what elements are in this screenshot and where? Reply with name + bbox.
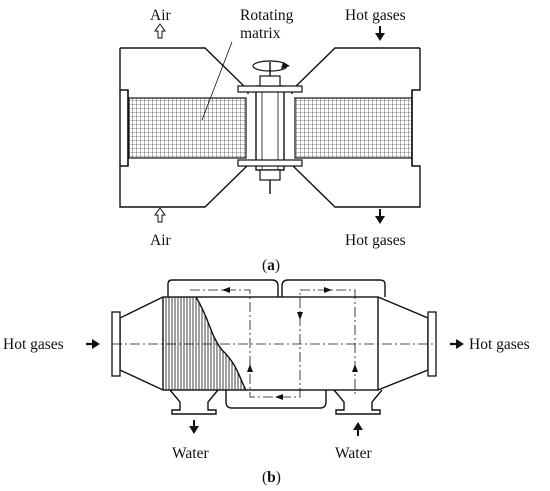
water-nozzle-left — [169, 389, 219, 415]
label-rotating: Rotating — [240, 7, 294, 24]
filled-arrow-down-icon — [375, 209, 385, 224]
top-header-left — [167, 279, 279, 297]
filled-arrow-down-icon — [375, 26, 385, 41]
rotor-hub — [237, 62, 303, 194]
matrix-left-grid — [128, 97, 247, 159]
hollow-arrow-up-icon — [154, 23, 166, 39]
panel-a-rotary-regenerator: Air Rotating matrix Hot gases Air Hot ga… — [119, 7, 421, 274]
label-hot-gases-top: Hot gases — [345, 7, 406, 24]
rotating-matrix-leader — [201, 41, 233, 121]
label-hot-gases-bottom: Hot gases — [345, 232, 406, 249]
label-matrix: matrix — [240, 25, 281, 42]
filled-arrow-right-icon — [86, 339, 100, 349]
caption-a: (a) — [262, 257, 280, 274]
filled-arrow-down-icon — [189, 420, 199, 434]
tube-bundle-edge — [195, 296, 247, 391]
hollow-arrow-up-icon — [154, 207, 166, 223]
label-hot-gases-left: Hot gases — [3, 336, 64, 353]
right-outlet-cone — [377, 296, 429, 391]
top-header-right — [281, 279, 386, 297]
label-hot-gases-right: Hot gases — [469, 336, 530, 353]
label-air-top: Air — [150, 7, 172, 24]
rotation-arrow-icon — [252, 60, 290, 72]
flow-arrow-right-icon — [324, 287, 332, 293]
flow-arrow-bottom-icon — [275, 394, 283, 400]
left-inlet-cone — [119, 296, 164, 391]
matrix-right-grid — [294, 97, 413, 159]
flow-arrow-up-icon — [247, 364, 253, 372]
bottom-header — [225, 390, 327, 409]
filled-arrow-up-icon — [353, 422, 363, 436]
water-flow-path — [190, 289, 356, 398]
panel-b-tube-exchanger: Hot gases Hot gases Water Water (b) — [3, 279, 530, 486]
label-air-bottom: Air — [150, 232, 172, 249]
water-nozzle-right — [333, 389, 383, 415]
filled-arrow-right-icon — [450, 339, 464, 349]
left-duct-flange — [119, 90, 129, 166]
flow-arrow-down-icon — [297, 312, 303, 320]
label-water-left: Water — [172, 445, 209, 462]
flow-arrow-up-icon — [352, 364, 358, 372]
caption-b: (b) — [262, 469, 281, 486]
flow-arrow-left-icon — [222, 287, 230, 293]
label-water-right: Water — [335, 445, 372, 462]
